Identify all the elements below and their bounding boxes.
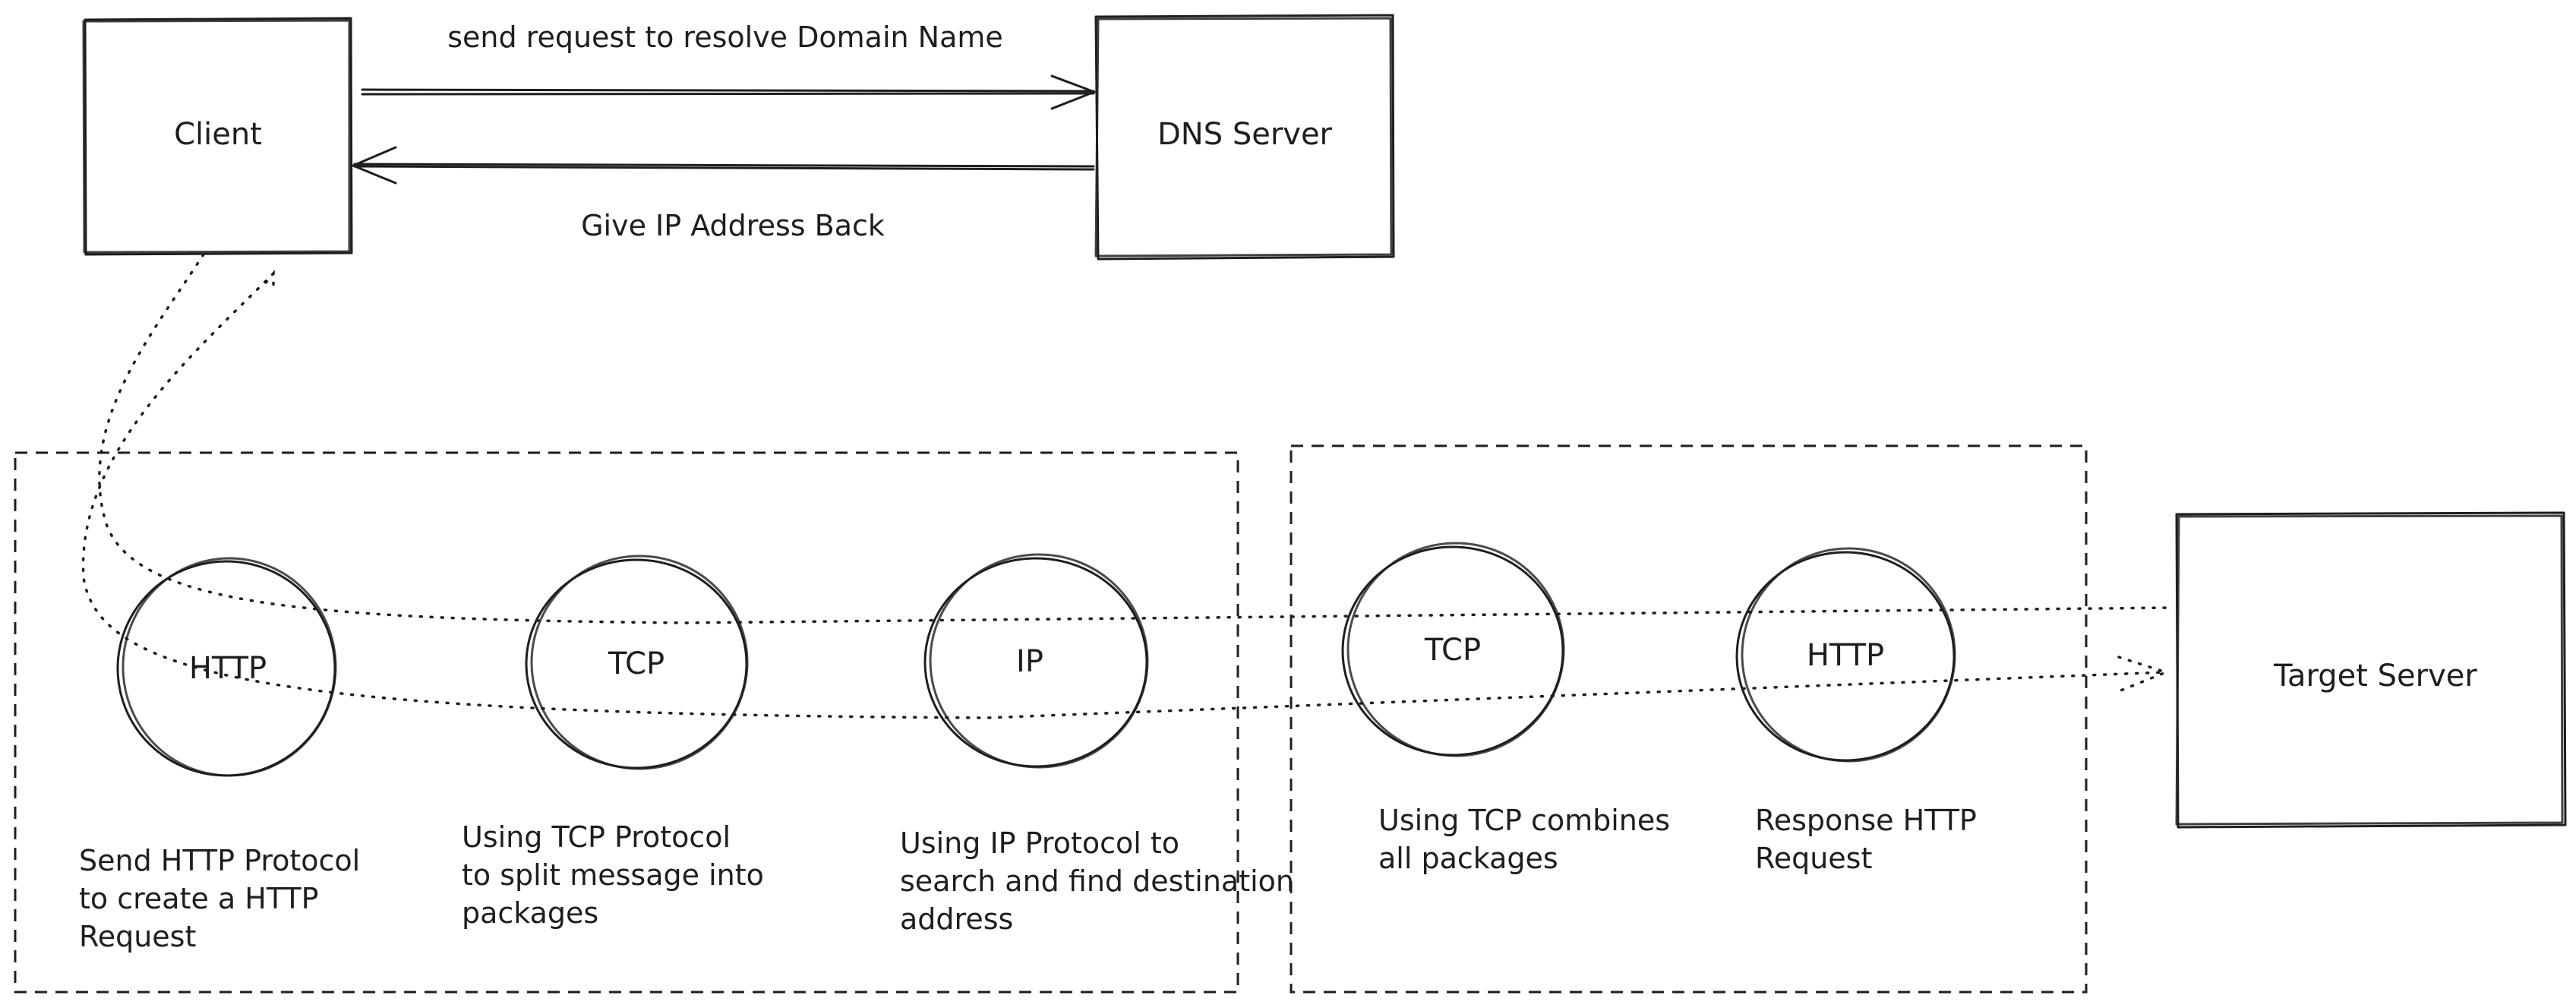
client-node[interactable]: Client xyxy=(82,17,353,256)
note-line: Using IP Protocol to xyxy=(900,826,1179,860)
note-line: Request xyxy=(1755,842,1872,875)
http-response-note: Response HTTP Request xyxy=(1755,804,1986,875)
note-line: Response HTTP xyxy=(1755,804,1977,837)
client-tcp-layer: TCP xyxy=(525,555,749,770)
tcp-split-note: Using TCP Protocol to split message into… xyxy=(462,820,773,930)
dns-server-node[interactable]: DNS Server xyxy=(1094,14,1395,261)
server-http-layer: HTTP xyxy=(1735,547,1956,763)
note-line: Request xyxy=(79,920,196,953)
note-line: Using TCP combines xyxy=(1378,804,1670,837)
note-line: address xyxy=(900,902,1013,936)
note-line: to split message into xyxy=(462,858,764,892)
server-tcp-layer: TCP xyxy=(1341,542,1565,757)
note-line: Using TCP Protocol xyxy=(462,820,731,854)
target-server-node[interactable]: Target Server xyxy=(2175,511,2567,829)
ip-route-note: Using IP Protocol to search and find des… xyxy=(900,826,1303,936)
response-arrow: Give IP Address Back xyxy=(352,146,1095,242)
return-dotted-path xyxy=(81,272,2166,719)
server-http-label: HTTP xyxy=(1807,638,1884,673)
target-server-label: Target Server xyxy=(2273,659,2477,694)
tcp-combine-note: Using TCP combines all packages xyxy=(1378,804,1679,875)
outgoing-dotted-path xyxy=(98,253,2175,624)
client-label: Client xyxy=(174,117,262,152)
request-label: send request to resolve Domain Name xyxy=(447,21,1003,54)
client-return-arrowhead-icon xyxy=(264,270,275,289)
note-line: search and find destination xyxy=(900,864,1294,898)
client-tcp-label: TCP xyxy=(608,646,665,681)
server-tcp-label: TCP xyxy=(1424,633,1481,668)
server-stack-group xyxy=(1290,444,2088,994)
client-http-layer: HTTP xyxy=(116,557,337,777)
note-line: all packages xyxy=(1378,842,1558,875)
client-http-label: HTTP xyxy=(189,651,267,686)
note-line: Send HTTP Protocol xyxy=(79,844,360,877)
request-arrow: send request to resolve Domain Name xyxy=(361,21,1096,110)
note-line: packages xyxy=(462,896,598,930)
dns-server-label: DNS Server xyxy=(1157,117,1333,152)
response-label: Give IP Address Back xyxy=(581,209,885,242)
client-ip-label: IP xyxy=(1016,644,1043,679)
note-line: to create a HTTP xyxy=(79,882,319,915)
client-ip-layer: IP xyxy=(923,553,1149,769)
http-send-note: Send HTTP Protocol to create a HTTP Requ… xyxy=(79,844,369,953)
